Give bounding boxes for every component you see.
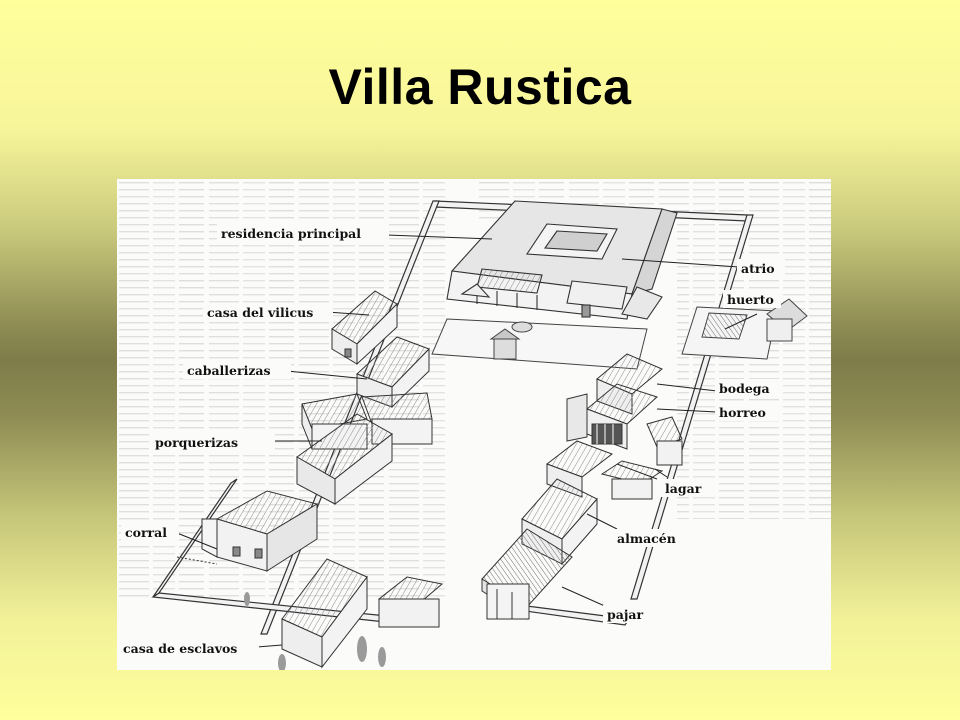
- label-caballerizas: caballerizas: [187, 363, 271, 378]
- casa-de-esclavos-building: [281, 558, 444, 669]
- bodega-horreo-buildings: [566, 353, 683, 466]
- label-pajar: pajar: [607, 607, 643, 622]
- residencia-principal-building: [446, 200, 678, 320]
- huerto-garden: [681, 298, 808, 360]
- label-atrio: atrio: [741, 261, 775, 276]
- label-corral: corral: [125, 525, 167, 540]
- label-lagar: lagar: [665, 481, 702, 496]
- corral-building: [176, 490, 319, 572]
- slide-title: Villa Rustica: [328, 59, 632, 115]
- label-bodega: bodega: [719, 381, 770, 396]
- pajar-building: [481, 528, 573, 620]
- courtyard: [431, 318, 648, 370]
- villa-illustration: residencia principal atrio huerto casa d…: [117, 179, 831, 670]
- diagram-labels: residencia principal atrio huerto casa d…: [119, 224, 785, 657]
- label-residencia-principal: residencia principal: [221, 226, 361, 241]
- porquerizas-building: [296, 392, 433, 506]
- label-horreo: horreo: [719, 405, 766, 420]
- label-casa-del-vilicus: casa del vilicus: [207, 305, 313, 320]
- label-almacen: almacén: [617, 531, 676, 546]
- label-casa-de-esclavos: casa de esclavos: [123, 641, 237, 656]
- trees: [244, 592, 386, 670]
- casa-del-vilicus-building: [331, 290, 398, 366]
- leader-lines: [176, 234, 758, 648]
- label-huerto: huerto: [727, 292, 774, 307]
- label-porquerizas: porquerizas: [155, 435, 238, 450]
